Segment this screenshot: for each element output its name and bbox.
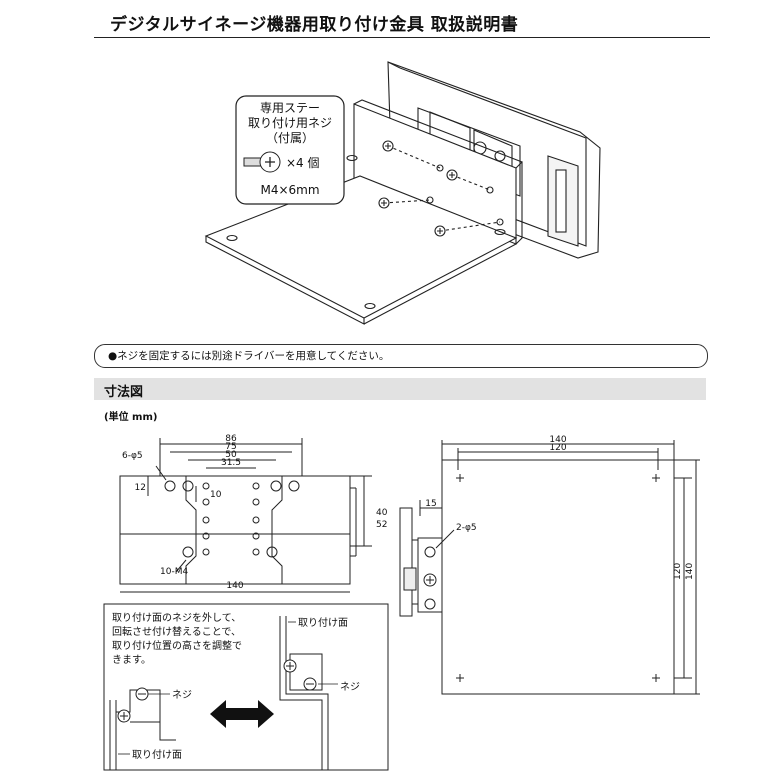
screw-icon: [243, 151, 281, 173]
callout-qty: ×4 個: [286, 156, 320, 170]
screw-label-right: ネジ: [340, 681, 360, 693]
dim-75: 75: [225, 442, 236, 452]
screw-icon: [434, 225, 446, 237]
callout-line3: （付属）: [266, 131, 314, 145]
adjustment-inset: 取り付け面のネジを外して、 回転させ付け替えることで、 取り付け位置の高さを調整…: [103, 603, 389, 771]
callout-line2: 取り付け用ネジ: [248, 116, 332, 130]
page-title: デジタルサイネージ機器用取り付け金具 取扱説明書: [110, 15, 519, 35]
mount-illustration: [204, 61, 601, 325]
side-view-labels: 140 120 15 2-φ5 120 140: [425, 435, 695, 580]
screw-icon: [382, 140, 394, 152]
dim-50: 50: [225, 450, 237, 460]
note-text: ●ネジを固定するには別途ドライバーを用意してください。: [108, 350, 390, 362]
dim-140-vertical: 140: [685, 563, 695, 580]
front-view-drawing: [119, 438, 372, 593]
callout-line1: 専用ステー: [260, 101, 320, 115]
dim-120-vertical: 120: [673, 563, 683, 580]
face-label-right: 取り付け面: [298, 616, 348, 629]
dim-10: 10: [210, 490, 222, 500]
dim-140: 140: [549, 435, 566, 445]
screw-callout: 専用ステー 取り付け用ネジ （付属） ×4 個 M4×6mm: [235, 95, 345, 205]
dim-40: 40: [376, 508, 388, 518]
dim-15: 15: [425, 499, 436, 509]
dim-12: 12: [135, 483, 146, 493]
note-box: [94, 344, 708, 368]
inset-text-line2: 回転させ付け替えることで、: [112, 625, 241, 638]
tap-label: 10-M4: [160, 567, 188, 577]
dim-140: 140: [226, 581, 243, 591]
inset-text-line3: 取り付け位置の高さを調整で: [112, 639, 242, 652]
face-label-left: 取り付け面: [132, 748, 182, 761]
dim-31-5: 31.5: [221, 458, 241, 468]
screw-label-left: ネジ: [172, 689, 192, 701]
hole-label: 6-φ5: [122, 451, 143, 461]
dim-86: 86: [225, 434, 237, 444]
title-divider: [94, 37, 710, 38]
screw-icon: [378, 197, 390, 209]
callout-size: M4×6mm: [260, 183, 319, 197]
side-view-drawing: [399, 440, 700, 695]
screw-icon: [446, 169, 458, 181]
front-view-labels: 6-φ5 86 75 50 31.5 12 10 40 52 10-M4 140: [122, 434, 388, 591]
unit-label: (単位 mm): [104, 412, 158, 423]
section-title: 寸法図: [104, 385, 144, 400]
inset-text-line1: 取り付け面のネジを外して、: [112, 611, 241, 624]
dim-52: 52: [376, 520, 387, 530]
dim-120: 120: [549, 443, 566, 453]
side-hole-label: 2-φ5: [456, 523, 477, 533]
section-header-bar: [94, 378, 706, 400]
double-arrow-icon: [210, 700, 274, 728]
inset-text-line4: きます。: [112, 654, 151, 666]
